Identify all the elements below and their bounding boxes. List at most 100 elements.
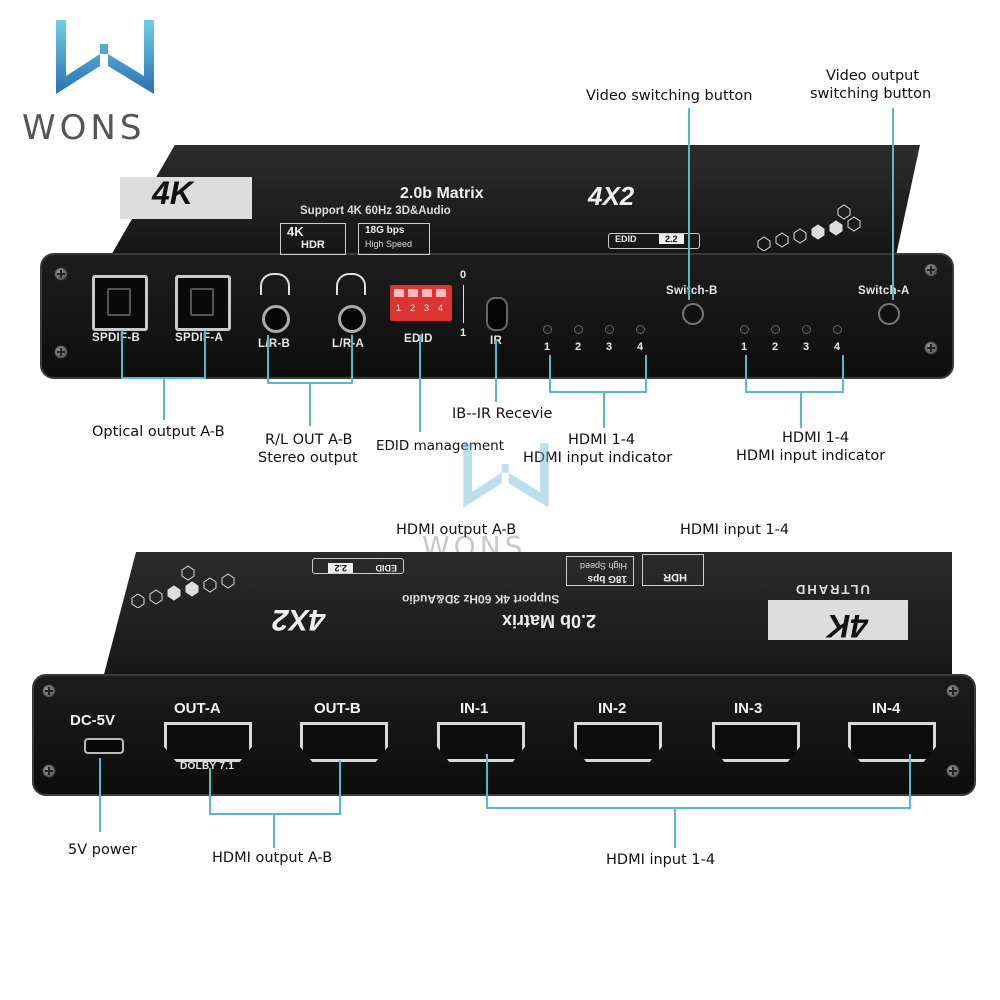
bottom-model-size: 4X2 [272, 603, 326, 636]
out-a-hdmi-port[interactable] [164, 722, 252, 762]
screw-icon [924, 263, 938, 277]
bottom-model-line: 2.0b Matrix [502, 611, 597, 631]
screw-icon [54, 267, 68, 281]
in-4-label: IN-4 [872, 700, 901, 717]
switch-b-button[interactable] [682, 303, 704, 325]
spdif-a-label: SPDIF-A [175, 332, 224, 344]
headphone-icon [336, 273, 366, 295]
led-a4-label: 4 [834, 341, 841, 353]
led-b1 [543, 325, 552, 334]
callout-optical: Optical output A-B [92, 424, 225, 440]
screw-icon [946, 684, 960, 698]
out-b-hdmi-port[interactable] [300, 722, 388, 762]
led-a4 [833, 325, 842, 334]
in-3-label: IN-3 [734, 700, 763, 717]
callout-hdmi-ind-b-2: HDMI input indicator [523, 450, 673, 466]
bottom-ultrahd-label: ULTRAHD [794, 582, 870, 597]
callout-ir-receive: IB--IR Recevie [452, 406, 553, 422]
lr-a-label: L/R-A [332, 338, 365, 350]
lr-b-jack[interactable] [262, 305, 290, 333]
led-a3-label: 3 [803, 341, 810, 353]
dc-label: DC-5V [70, 712, 116, 729]
out-b-label: OUT-B [314, 700, 361, 717]
led-b4 [636, 325, 645, 334]
callout-hdmi-input-14-top: HDMI input 1-4 [680, 522, 790, 538]
bottom-edid-badge: EDID 2.2 [312, 558, 404, 574]
switch-a-button[interactable] [878, 303, 900, 325]
model-size: 4X2 [588, 181, 635, 211]
model-sub: Support 4K 60Hz 3D&Audio [300, 205, 451, 217]
ir-receiver [486, 297, 508, 331]
in-2-label: IN-2 [598, 700, 627, 717]
callout-hdmi-output-ab: HDMI output A-B [212, 850, 333, 866]
spdif-b-label: SPDIF-B [92, 332, 141, 344]
callout-rl-out-2: Stereo output [258, 450, 358, 466]
led-a3 [802, 325, 811, 334]
in-3-hdmi-port[interactable] [712, 722, 800, 762]
led-b3-label: 3 [606, 341, 613, 353]
brand-name: WONS [22, 108, 146, 148]
callout-hdmi-input-14: HDMI input 1-4 [606, 852, 716, 868]
led-a2 [771, 325, 780, 334]
callout-video-switching: Video switching button [586, 88, 753, 104]
headphone-icon [260, 273, 290, 295]
screw-icon [924, 341, 938, 355]
logo-w-icon [56, 20, 154, 94]
led-b3 [605, 325, 614, 334]
callout-hdmi-ind-a-1: HDMI 1-4 [782, 430, 850, 446]
dolby-label: DOLBY 7.1 [180, 761, 235, 772]
callout-video-output-1: Video output [826, 68, 920, 84]
bottom-hdr-badge: HDR [642, 554, 704, 586]
callout-hdmi-ind-b-1: HDMI 1-4 [568, 432, 636, 448]
callout-hdmi-output-ab-top: HDMI output A-B [396, 522, 517, 538]
callout-rl-out-1: R/L OUT A-B [265, 432, 353, 448]
edid-label: EDID [404, 333, 433, 345]
bandwidth-badge: 18G bps High Speed [358, 223, 430, 255]
led-b4-label: 4 [637, 341, 644, 353]
dip-arrow-icon [463, 285, 464, 323]
callout-video-output-2: switching button [810, 86, 932, 102]
led-b2-label: 2 [575, 341, 582, 353]
top-callout-lines [121, 108, 894, 432]
watermark-w-icon [463, 443, 549, 508]
led-a1-label: 1 [741, 341, 748, 353]
bottom-model-sub: Support 4K 60Hz 3D&Audio [402, 592, 560, 606]
callout-5v-power: 5V power [68, 842, 137, 858]
in-4-hdmi-port[interactable] [848, 722, 936, 762]
ultrahd-badge: 4K [120, 175, 252, 219]
in-2-hdmi-port[interactable] [574, 722, 662, 762]
in-1-label: IN-1 [460, 700, 489, 717]
edid-dip-switch[interactable]: 1 2 3 4 [390, 285, 452, 321]
screw-icon [946, 764, 960, 778]
brand-logo: WONS [18, 14, 188, 148]
honeycomb-decoration [757, 204, 861, 251]
spdif-a-port[interactable] [175, 275, 231, 331]
bottom-device: 4K ULTRAHD 2.0b Matrix 4X2 Support 4K 60… [32, 552, 976, 796]
bottom-bandwidth-badge: 18G bps High Speed [566, 556, 634, 586]
bottom-callout-lines [99, 754, 911, 848]
dc-5v-port[interactable] [84, 738, 124, 754]
dip-bottom-mark: 1 [460, 327, 467, 339]
switch-a-label: Switch-A [858, 285, 910, 297]
callout-edid-mgmt: EDID management [376, 438, 505, 454]
watermark: WONS [420, 438, 590, 563]
lr-b-label: L/R-B [258, 338, 291, 350]
led-a2-label: 2 [772, 341, 779, 353]
ultrahd-label: ULTRAHD [120, 201, 196, 216]
bottom-ultrahd-badge: 4K [768, 600, 908, 644]
dip-top-mark: 0 [460, 269, 467, 281]
hdr-badge: 4K HDR [280, 223, 346, 255]
led-b2 [574, 325, 583, 334]
edid-badge: EDID 2.2 [608, 233, 700, 249]
callout-hdmi-ind-a-2: HDMI input indicator [736, 448, 886, 464]
screw-icon [54, 345, 68, 359]
out-a-label: OUT-A [174, 700, 221, 717]
switch-b-label: Switch-B [666, 285, 718, 297]
screw-icon [42, 764, 56, 778]
led-b1-label: 1 [544, 341, 551, 353]
screw-icon [42, 684, 56, 698]
in-1-hdmi-port[interactable] [437, 722, 525, 762]
spdif-b-port[interactable] [92, 275, 148, 331]
lr-a-jack[interactable] [338, 305, 366, 333]
bottom-honeycomb-decoration [131, 565, 235, 608]
